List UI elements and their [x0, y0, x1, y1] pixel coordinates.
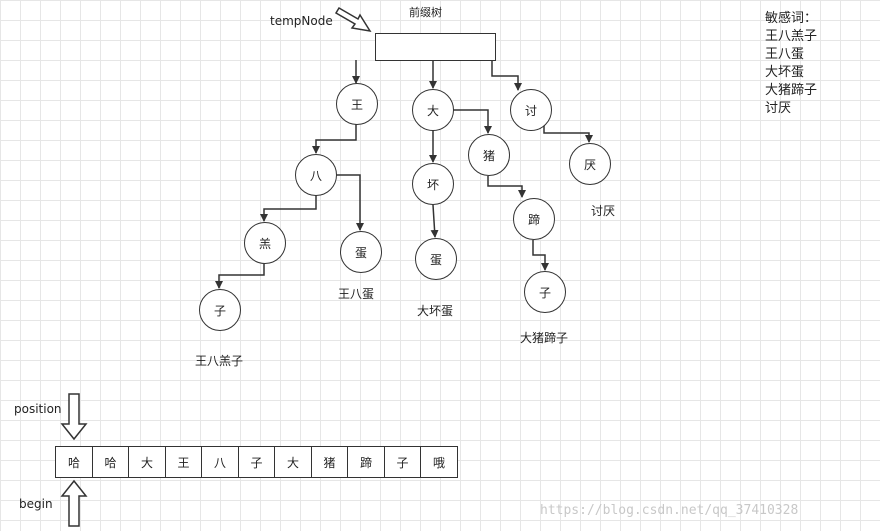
node-zi-1: 子	[199, 289, 241, 331]
text-cell: 猪	[310, 446, 349, 478]
text-cell: 王	[164, 446, 203, 478]
legend-word: 讨厌	[765, 101, 792, 116]
legend-title: 敏感词：	[765, 11, 818, 26]
text-cell: 八	[201, 446, 239, 478]
text-cell: 大	[274, 446, 312, 478]
begin-label: begin	[19, 497, 53, 511]
text-cell: 哈	[55, 446, 93, 478]
node-wang: 王	[336, 83, 378, 125]
text-cell: 子	[383, 446, 422, 478]
edge-wang-ba	[312, 123, 357, 154]
edge-zhu-ti	[487, 176, 526, 198]
sensitive-words-legend: 敏感词： 王八羔子 王八蛋 大坏蛋 大猪蹄子 讨厌	[765, 10, 817, 118]
edge-ba-gao	[260, 194, 317, 222]
node-yan: 厌	[569, 143, 611, 185]
temp-node-label: tempNode	[270, 14, 333, 28]
temp-node-arrow	[334, 6, 372, 33]
node-dan-2: 蛋	[415, 238, 457, 280]
node-ba: 八	[295, 154, 337, 196]
edge-gao-zi1	[215, 264, 265, 289]
word-label-wangbagaozi: 王八羔子	[195, 354, 244, 368]
word-label-wangbadan: 王八蛋	[338, 287, 375, 301]
text-strip: 哈 哈 大 王 八 子 大 猪 蹄 子 哦	[55, 446, 458, 478]
edge-da-zhu	[453, 109, 492, 134]
text-cell: 哈	[91, 446, 130, 478]
edge-huai-dan2	[430, 204, 439, 238]
position-arrow	[60, 393, 88, 441]
text-cell: 哦	[420, 446, 458, 478]
node-zi-2: 子	[524, 271, 566, 313]
prefix-tree-title: 前缀树	[409, 6, 442, 19]
node-huai: 坏	[412, 163, 454, 205]
legend-word: 大猪蹄子	[765, 83, 818, 98]
edge-ti-zi2	[532, 240, 549, 271]
node-tao: 讨	[510, 89, 552, 131]
begin-arrow	[60, 479, 88, 527]
legend-word: 王八蛋	[765, 47, 805, 62]
node-zhu: 猪	[468, 134, 510, 176]
node-gao: 羔	[244, 222, 286, 264]
edge-ba-dan1	[336, 174, 364, 231]
text-cell: 蹄	[347, 446, 385, 478]
watermark: https://blog.csdn.net/qq_37410328	[540, 503, 799, 518]
node-da: 大	[412, 89, 454, 131]
position-label: position	[14, 402, 62, 416]
root-node	[375, 33, 496, 61]
legend-word: 大坏蛋	[765, 65, 805, 80]
node-ti: 蹄	[513, 198, 555, 240]
legend-word: 王八羔子	[765, 29, 818, 44]
text-cell: 子	[237, 446, 276, 478]
word-label-taoyan: 讨厌	[591, 204, 616, 218]
text-cell: 大	[128, 446, 166, 478]
edge-root-tao	[491, 60, 522, 91]
word-label-dahuaidan: 大坏蛋	[417, 304, 454, 318]
node-dan-1: 蛋	[340, 231, 382, 273]
word-label-dazhutizi: 大猪蹄子	[520, 331, 569, 345]
